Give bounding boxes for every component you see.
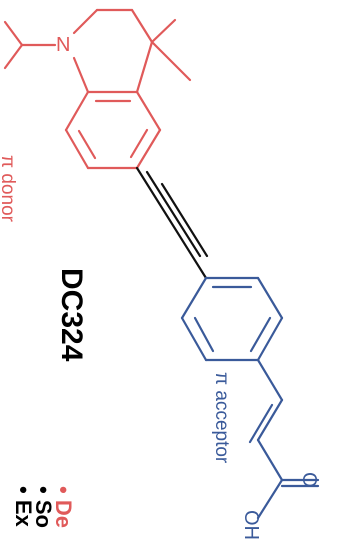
acceptor-label: π acceptor	[211, 372, 232, 464]
acceptor-benzene-ring	[180, 276, 284, 362]
bullet-item-3: • Ex	[11, 486, 36, 527]
bullet-text-3: Ex	[11, 499, 36, 527]
hydroxyl-group: OH	[240, 510, 262, 540]
molecule-name: DC324	[55, 268, 88, 362]
donor-label: π donor	[0, 155, 18, 222]
oxygen-atom: O	[298, 472, 320, 488]
nitrogen-atom: N	[56, 34, 71, 56]
donor-benzene-ring	[64, 90, 162, 170]
alkyne-triple-bond	[135, 166, 209, 280]
isopropyl-group	[3, 20, 57, 70]
gem-dimethyl	[150, 18, 192, 82]
saturated-ring	[72, 8, 154, 94]
acrylic-acid-chain	[248, 358, 320, 520]
